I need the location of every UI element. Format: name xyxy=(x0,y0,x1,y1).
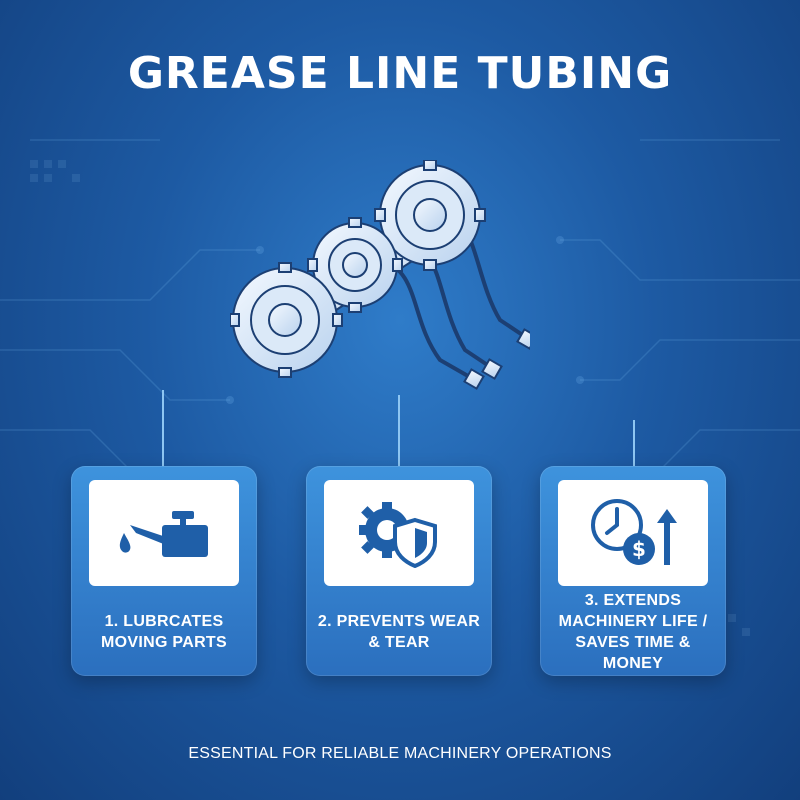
gear-shaft-tubing-illustration xyxy=(230,160,530,390)
oil-can-icon xyxy=(119,511,208,557)
connector-line xyxy=(398,395,400,466)
card-icon-box: $ xyxy=(558,480,708,586)
gear-shield-icon xyxy=(359,502,437,568)
card-label: 1. LUBRCATES MOVING PARTS xyxy=(101,613,227,651)
feature-card-extends: $ 3. EXTENDS MACHINERY LIFE / SAVES TIME… xyxy=(540,466,726,676)
card-icon-box xyxy=(89,480,239,586)
connector-line xyxy=(162,390,164,466)
page-title: GREASE LINE TUBING xyxy=(127,48,673,99)
footer-tagline: ESSENTIAL FOR RELIABLE MACHINERY OPERATI… xyxy=(188,745,612,762)
feature-card-lubricates: 1. LUBRCATES MOVING PARTS xyxy=(71,466,257,676)
card-label: 3. EXTENDS MACHINERY LIFE / SAVES TIME &… xyxy=(558,592,708,672)
card-label: 2. PREVENTS WEAR & TEAR xyxy=(317,613,481,651)
connector-line xyxy=(633,420,635,466)
card-icon-box xyxy=(324,480,474,586)
feature-card-prevents: 2. PREVENTS WEAR & TEAR xyxy=(306,466,492,676)
clock-dollar-arrow-icon: $ xyxy=(591,499,677,565)
svg-text:$: $ xyxy=(632,537,646,561)
